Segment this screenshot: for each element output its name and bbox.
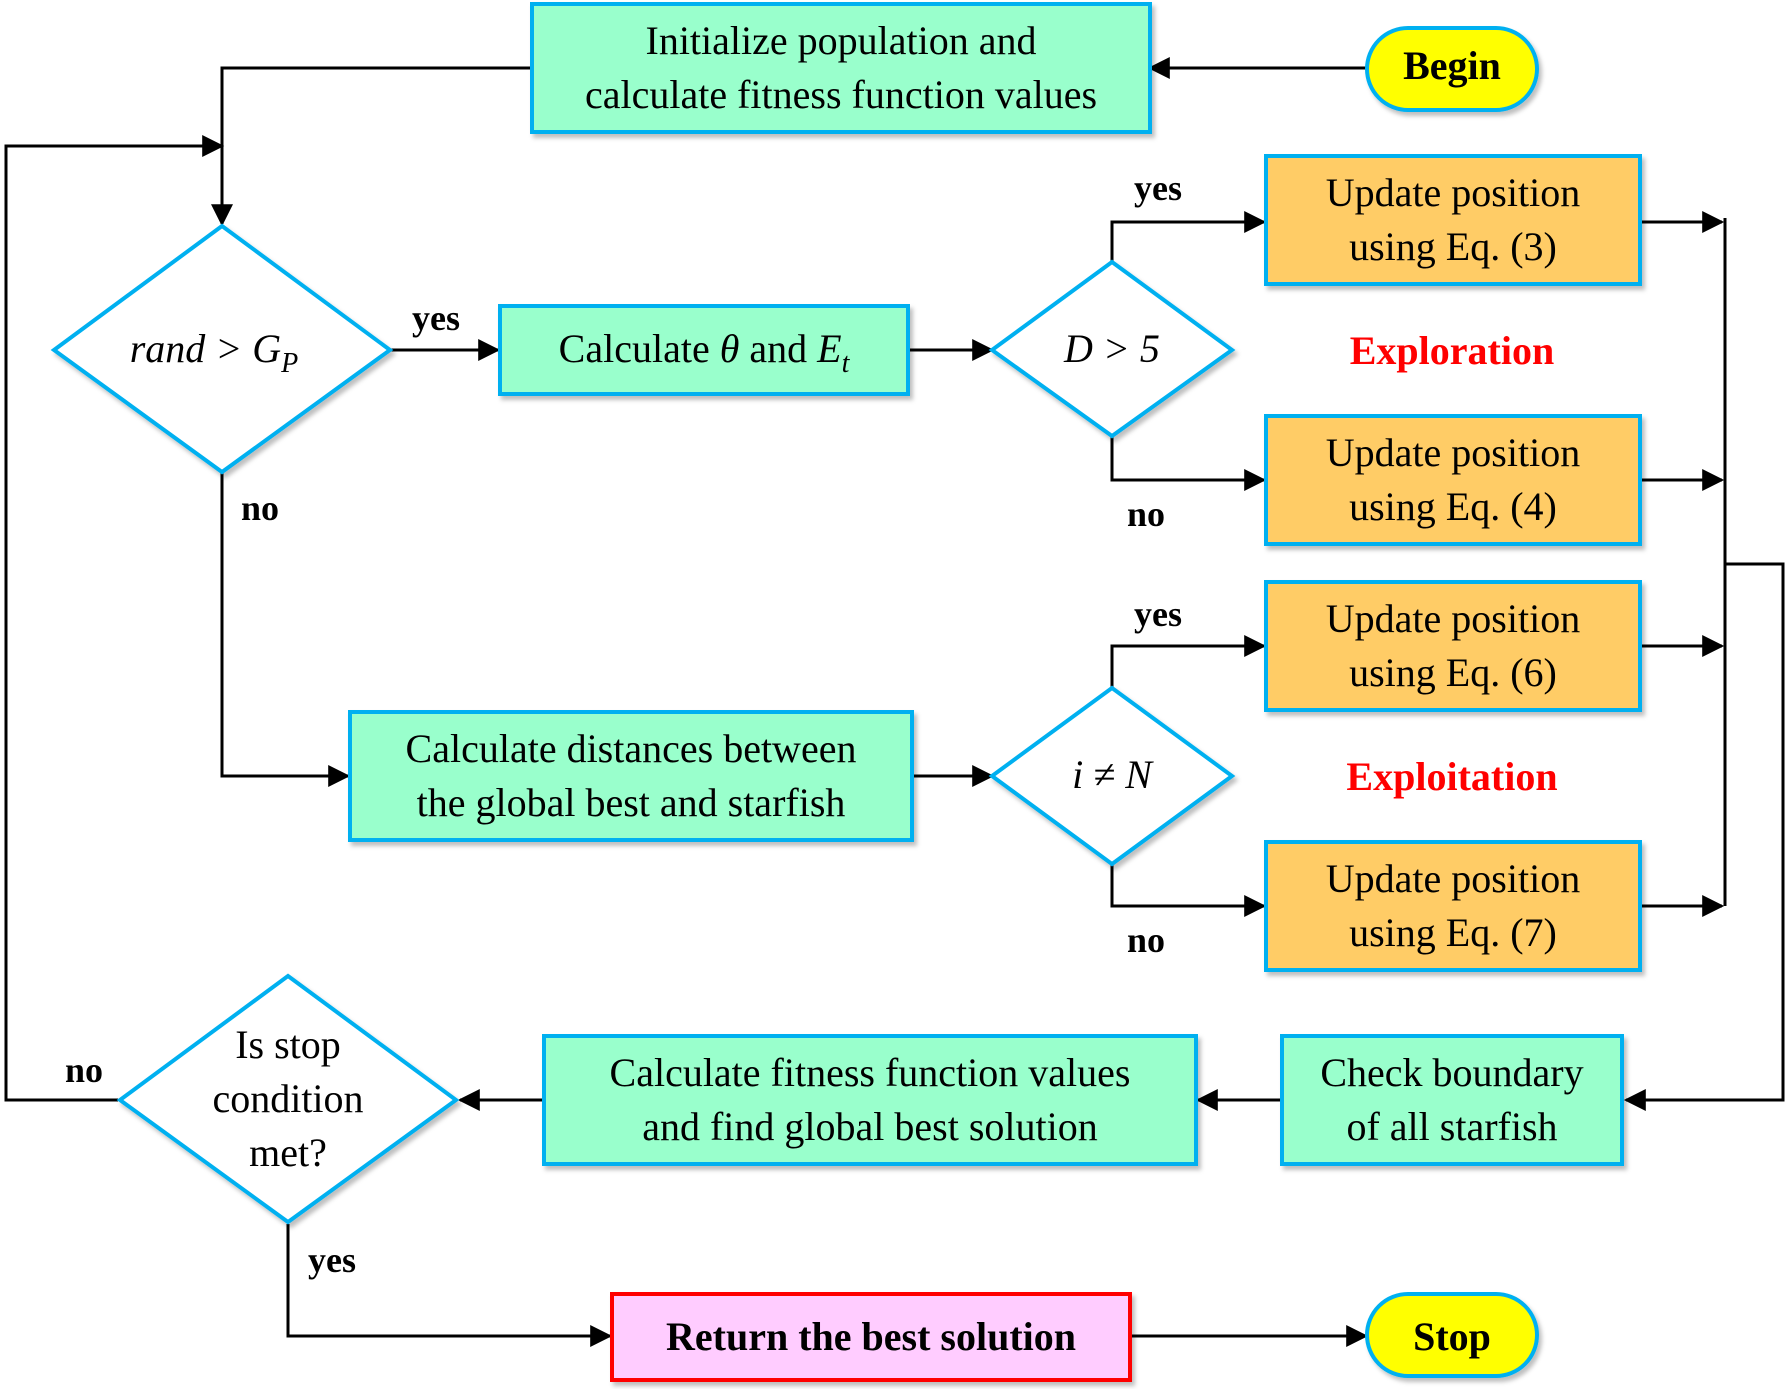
eq4-line-1: Update position: [1326, 430, 1580, 475]
eq7-process: Update position using Eq. (7): [1264, 840, 1642, 972]
edge-rand-no: [220, 472, 351, 787]
i-ne-n-shape: [988, 685, 1236, 867]
eq3-line-1: Update position: [1326, 170, 1580, 215]
eq3-line-2: using Eq. (3): [1349, 224, 1557, 269]
calc-theta-e: E: [816, 326, 841, 371]
stop-label: Stop: [1413, 1314, 1491, 1359]
d-yes-label: yes: [1134, 168, 1182, 208]
d-gt-5-decision: D > 5: [988, 259, 1236, 439]
stop-condition-line-2: condition: [212, 1076, 363, 1121]
d-no-label: no: [1127, 494, 1165, 534]
eq3-shape: [1264, 154, 1642, 286]
calc-dist-line-2: the global best and starfish: [417, 780, 846, 825]
rand-gp-sub: P: [280, 348, 298, 379]
check-boundary-process: Check boundary of all starfish: [1280, 1034, 1624, 1166]
calc-theta-prefix: Calculate: [559, 326, 720, 371]
d-gt-5-label: D > 5: [1063, 326, 1160, 371]
calc-theta-shape: [498, 304, 910, 396]
edge-i-yes: [1110, 635, 1267, 688]
rand-no-label: no: [241, 488, 279, 528]
check-boundary-line-1: Check boundary: [1320, 1050, 1583, 1095]
i-yes-label: yes: [1134, 594, 1182, 634]
stop-shape: [1365, 1292, 1539, 1378]
eq4-line-2: using Eq. (4): [1349, 484, 1557, 529]
return-best-label: Return the best solution: [666, 1314, 1076, 1359]
i-ne-n-decision: i ≠ N: [988, 685, 1236, 867]
rand-gp-decision: rand > GP: [50, 223, 394, 475]
rand-gp-text: rand > G: [130, 326, 282, 371]
edge-bar-boundary: [1623, 562, 1785, 1111]
eq4-shape: [1264, 414, 1642, 546]
eq6-line-2: using Eq. (6): [1349, 650, 1557, 695]
calc-fitness-process: Calculate fitness function values and fi…: [542, 1034, 1198, 1166]
eq7-line-1: Update position: [1326, 856, 1580, 901]
edge-labels: yes no yes no yes no no yes: [65, 168, 1182, 1280]
edge-i-no: [1110, 864, 1267, 917]
rand-gp-label: rand > GP: [130, 326, 299, 379]
calc-theta-sub: t: [842, 348, 851, 379]
begin-terminal: Begin: [1365, 26, 1539, 112]
check-boundary-shape: [1280, 1034, 1624, 1166]
stop-yes-label: yes: [308, 1240, 356, 1280]
connectors: [4, 57, 1785, 1347]
calc-fitness-line-1: Calculate fitness function values: [610, 1050, 1131, 1095]
return-best-shape: [610, 1292, 1132, 1382]
calc-theta-symbol: θ: [720, 326, 740, 371]
eq7-shape: [1264, 840, 1642, 972]
eq4-process: Update position using Eq. (4): [1264, 414, 1642, 546]
stop-condition-shape: [116, 973, 460, 1225]
rand-yes-label: yes: [412, 298, 460, 338]
stop-condition-line-1: Is stop: [235, 1022, 341, 1067]
stop-no-label: no: [65, 1050, 103, 1090]
initialize-shape: [530, 2, 1152, 134]
stop-condition-line-3: met?: [249, 1130, 327, 1175]
initialize-line-2: calculate fitness function values: [585, 72, 1097, 117]
d-gt-5-shape: [988, 259, 1236, 439]
calc-dist-process: Calculate distances between the global b…: [348, 710, 914, 842]
eq3-process: Update position using Eq. (3): [1264, 154, 1642, 286]
calc-fitness-line-2: and find global best solution: [642, 1104, 1098, 1149]
edge-stop-yes: [286, 1224, 613, 1347]
initialize-process: Initialize population and calculate fitn…: [530, 2, 1152, 134]
eq6-process: Update position using Eq. (6): [1264, 580, 1642, 712]
edge-d-no: [1110, 436, 1267, 491]
rand-gp-shape: [50, 223, 394, 475]
initialize-line-1: Initialize population and: [646, 18, 1037, 63]
check-boundary-line-2: of all starfish: [1346, 1104, 1557, 1149]
i-no-label: no: [1127, 920, 1165, 960]
edge-initialize-rand: [211, 66, 532, 227]
calc-fitness-shape: [542, 1034, 1198, 1166]
exploration-label: Exploration: [1350, 328, 1554, 373]
stop-condition-decision: Is stop condition met?: [116, 973, 460, 1225]
eq6-line-1: Update position: [1326, 596, 1580, 641]
calc-theta-label: Calculate θ and Et: [559, 326, 851, 379]
return-best-process: Return the best solution: [610, 1292, 1132, 1382]
begin-shape: [1365, 26, 1539, 112]
calc-dist-shape: [348, 710, 914, 842]
begin-label: Begin: [1403, 43, 1501, 88]
calc-dist-line-1: Calculate distances between: [406, 726, 857, 771]
stop-terminal: Stop: [1365, 1292, 1539, 1378]
calc-theta-process: Calculate θ and Et: [498, 304, 910, 396]
exploitation-label: Exploitation: [1346, 754, 1557, 799]
edge-loop-back: [4, 135, 225, 1102]
eq6-shape: [1264, 580, 1642, 712]
eq7-line-2: using Eq. (7): [1349, 910, 1557, 955]
calc-theta-middle: and: [739, 326, 817, 371]
i-ne-n-label: i ≠ N: [1072, 752, 1154, 797]
edge-d-yes: [1110, 211, 1267, 262]
